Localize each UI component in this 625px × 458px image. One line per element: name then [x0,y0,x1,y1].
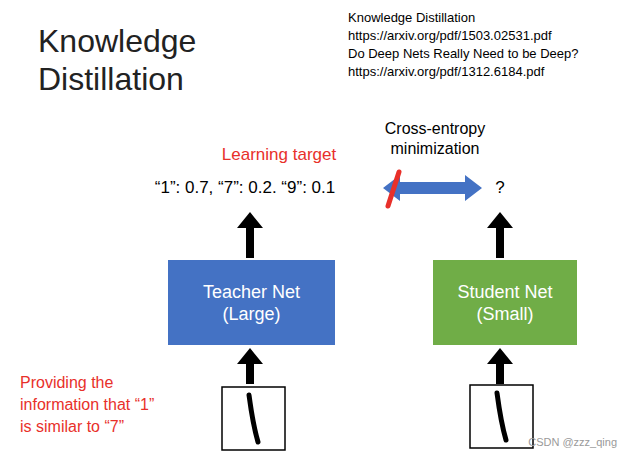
student-box: Student Net (Small) [433,260,577,345]
digit-image [222,387,285,450]
reference: https://arxiv.org/pdf/1503.02531.pdf [348,28,552,44]
reference: Knowledge Distillation [348,10,475,26]
teacher-box: Teacher Net (Large) [168,260,335,345]
reference: Do Deep Nets Really Need to be Deep? [348,46,579,62]
box-label: Student Net (Small) [445,281,565,325]
unknown-output: ? [495,178,504,198]
target-heading: Learning target [222,145,336,165]
slide-title: Knowledge Distillation [38,22,248,98]
pen-mark [388,172,399,206]
box-label: Teacher Net (Large) [192,281,312,325]
target-distribution: “1”: 0.7, “7”: 0.2. “9”: 0.1 [155,178,335,198]
reference: https://arxiv.org/pdf/1312.6184.pdf [348,64,544,80]
digit-image [470,385,533,448]
note: Providing the information that “1” is si… [20,372,165,438]
arrow-label: Cross-entropy minimization [370,119,500,159]
watermark: CSDN @zzz_qing [528,436,617,449]
